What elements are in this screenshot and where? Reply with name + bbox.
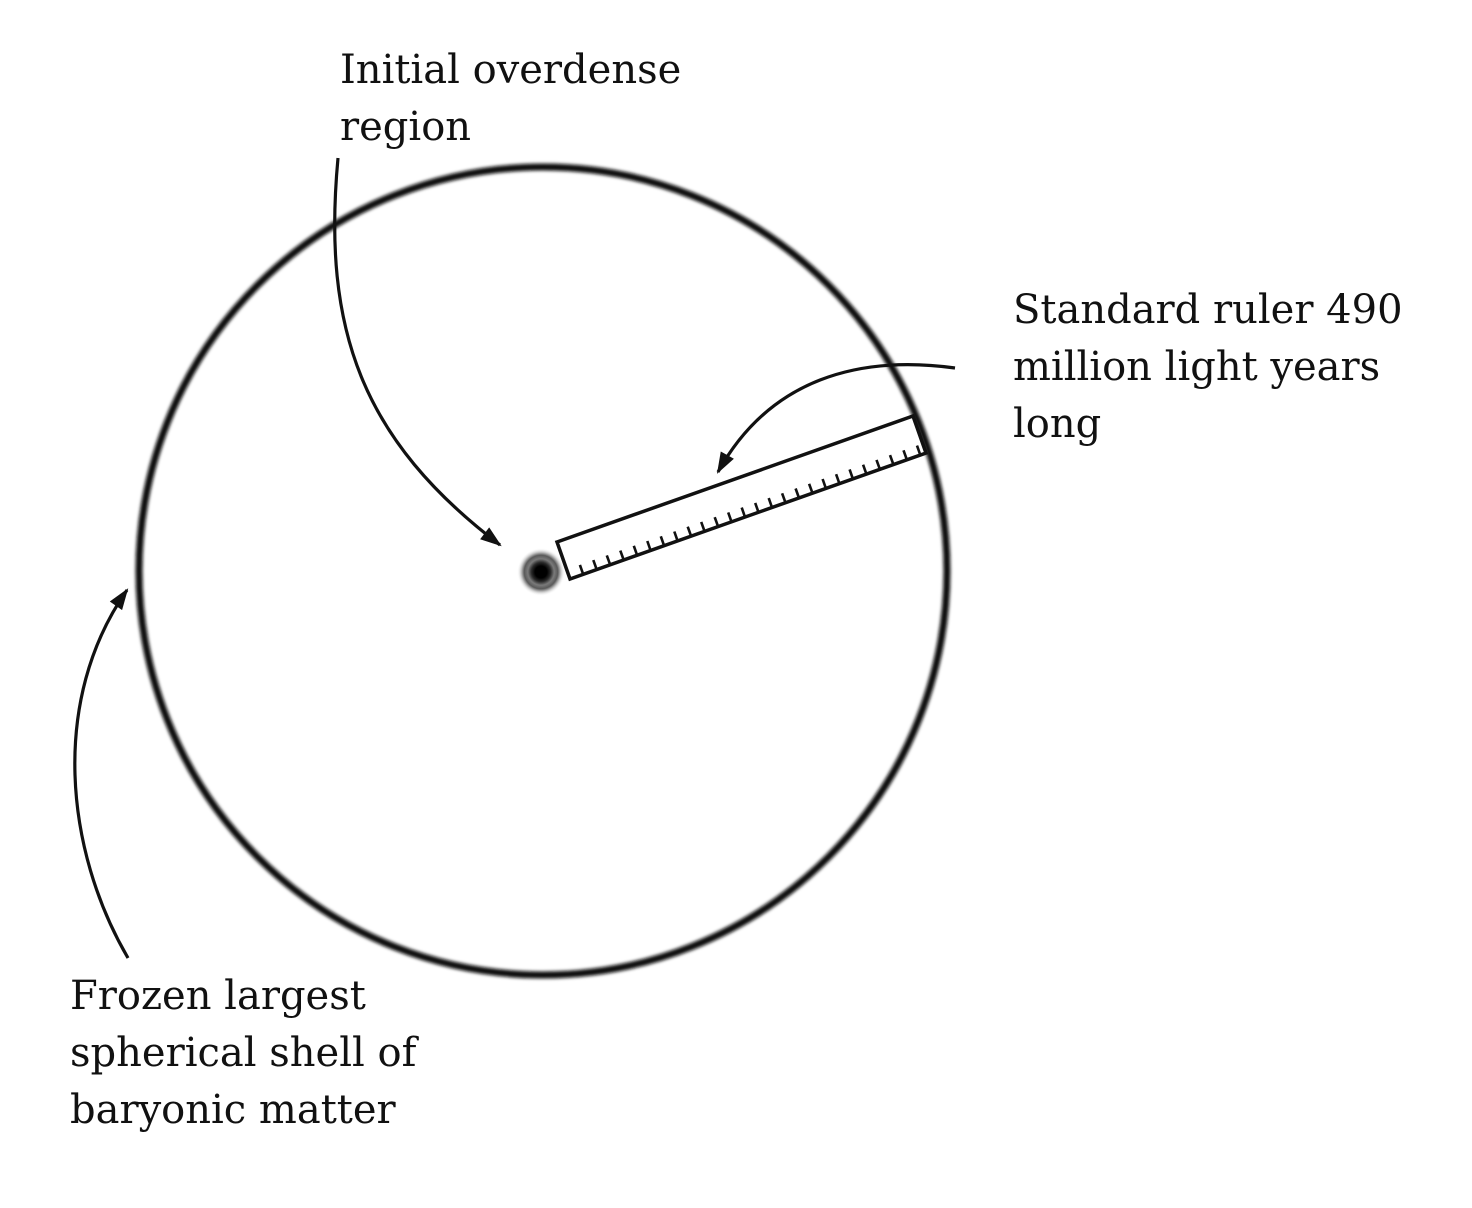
shell-label-line: Frozen largest [70,973,366,1019]
ruler-tick [834,473,841,485]
ruler-tick [578,564,585,575]
ruler-tick [753,502,760,513]
shell-label-line: baryonic matter [70,1087,396,1133]
ruler-tick [875,459,882,470]
arrow-to-standard-ruler [716,363,956,474]
ruler-tick [632,545,639,556]
ruler-tick [888,454,895,465]
ruler-tick [821,478,828,489]
overdense-region-core [536,567,546,577]
ruler-tick [619,550,625,561]
arrow-to-shell [73,588,130,959]
ruler-tick [726,511,733,523]
ruler-ticks [578,445,922,575]
ruler-tick [902,449,909,461]
standard-ruler-label: Standard ruler 490 million light years l… [1013,282,1403,453]
ruler-tick [807,483,814,494]
standard-ruler [554,413,929,582]
ruler-tick [659,535,666,547]
ruler-tick [915,445,922,456]
initial-region-label-line: Initial overdense [340,47,682,93]
baryonic-shell-circle [135,163,951,979]
ruler-tick [646,540,652,551]
ruler-tick [740,507,747,518]
ruler-tick [848,468,855,480]
ruler-label-line: million light years [1013,344,1381,390]
ruler-tick [592,559,598,571]
ruler-body [554,413,929,582]
initial-overdense-region-label: Initial overdense region [340,42,681,156]
shell-label-line: spherical shell of [70,1030,417,1076]
ruler-tick [713,516,720,528]
ruler-tick [673,531,679,542]
frozen-shell-label: Frozen largest spherical shell of baryon… [70,968,416,1139]
ruler-tick [699,521,706,532]
ruler-tick [780,492,787,504]
ruler-tick [605,554,612,566]
arrow-to-overdense-region [333,157,502,547]
ruler-tick [767,497,774,508]
ruler-tick [686,526,693,537]
ruler-label-line: long [1013,401,1102,447]
ruler-tick [861,464,868,475]
ruler-label-line: Standard ruler 490 [1013,287,1403,333]
ruler-tick [794,488,801,499]
initial-region-label-line: region [340,104,472,150]
